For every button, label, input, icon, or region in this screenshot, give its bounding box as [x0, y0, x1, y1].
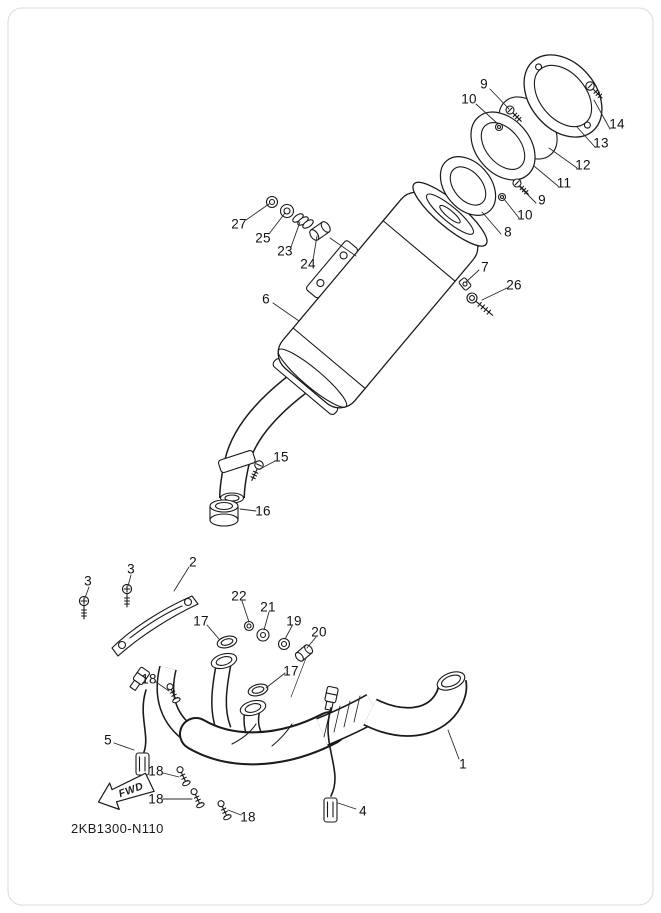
- part-callout-18: 18: [148, 763, 164, 779]
- port-a: [210, 635, 238, 670]
- part-callout-11: 11: [556, 175, 572, 191]
- port-b: [239, 683, 269, 717]
- stud-18d: [217, 800, 232, 821]
- part-callout-2: 2: [189, 554, 197, 570]
- part-callout-14: 14: [609, 116, 625, 132]
- mid-pipe: [219, 369, 311, 504]
- cover-plate-11: [470, 111, 536, 181]
- gasket-17b: [247, 683, 269, 697]
- part-callout-21: 21: [260, 599, 276, 615]
- part-callout-24: 24: [300, 256, 316, 272]
- part-callout-27: 27: [231, 216, 247, 232]
- part-callout-8: 8: [504, 224, 512, 240]
- part-callout-9: 9: [538, 192, 546, 208]
- leader-lines: [84, 88, 611, 816]
- part-callout-5: 5: [104, 732, 112, 748]
- part-callout-25: 25: [255, 230, 271, 246]
- part-callout-19: 19: [286, 613, 302, 629]
- part-callout-7: 7: [481, 259, 489, 275]
- gasket-17a: [216, 635, 238, 649]
- tail-cover-13: [523, 54, 603, 138]
- part-callout-1: 1: [459, 756, 467, 772]
- stud-18b: [176, 766, 191, 787]
- shield-bolt-3b: [121, 583, 133, 608]
- stud-18c: [190, 788, 205, 809]
- fwd-arrow: FWD: [97, 772, 155, 810]
- gasket-16: [209, 499, 239, 527]
- part-callout-15: 15: [273, 449, 289, 465]
- mount-washer-stack: [265, 195, 331, 241]
- pipe-clamp: [217, 450, 256, 474]
- part-callout-20: 20: [311, 624, 327, 640]
- part-callout-23: 23: [277, 243, 293, 259]
- shield-bolt-3a: [78, 595, 90, 620]
- collector-pipe: [179, 711, 347, 766]
- part-callout-17: 17: [193, 613, 209, 629]
- bolt-26: [466, 292, 494, 316]
- part-callout-13: 13: [593, 135, 609, 151]
- part-callout-18: 18: [240, 809, 256, 825]
- part-callout-10: 10: [517, 207, 533, 223]
- o2-sensor-5: [129, 666, 151, 776]
- cover-washer-10a: [494, 122, 504, 132]
- clamp-bolt-15: [250, 460, 264, 481]
- tail-pipe-1: [363, 671, 468, 737]
- part-callout-12: 12: [575, 157, 591, 173]
- part-callout-6: 6: [262, 291, 270, 307]
- part-callout-3: 3: [127, 561, 135, 577]
- part-callout-16: 16: [255, 503, 271, 519]
- drawing-number: 2KB1300-N110: [71, 821, 164, 836]
- part-callout-3: 3: [84, 573, 92, 589]
- cover-screw-14: [585, 81, 603, 99]
- part-callout-18: 18: [141, 671, 157, 687]
- heat-shield-2: [111, 595, 199, 657]
- part-callout-9: 9: [480, 76, 488, 92]
- part-callout-18: 18: [148, 791, 164, 807]
- part-callout-17: 17: [283, 663, 299, 679]
- cover-screw-9b: [512, 178, 529, 195]
- part-callout-26: 26: [506, 277, 522, 293]
- hardware-cluster: [243, 620, 314, 662]
- page-border: [7, 7, 654, 906]
- stud-18a: [166, 683, 181, 704]
- part-callout-22: 22: [231, 588, 247, 604]
- part-callout-10: 10: [461, 91, 477, 107]
- o2-sensor-4: [323, 685, 339, 823]
- end-ring-8: [439, 156, 497, 216]
- muffler-body: [272, 181, 488, 416]
- clip-7: [458, 277, 472, 291]
- part-callout-4: 4: [359, 803, 367, 819]
